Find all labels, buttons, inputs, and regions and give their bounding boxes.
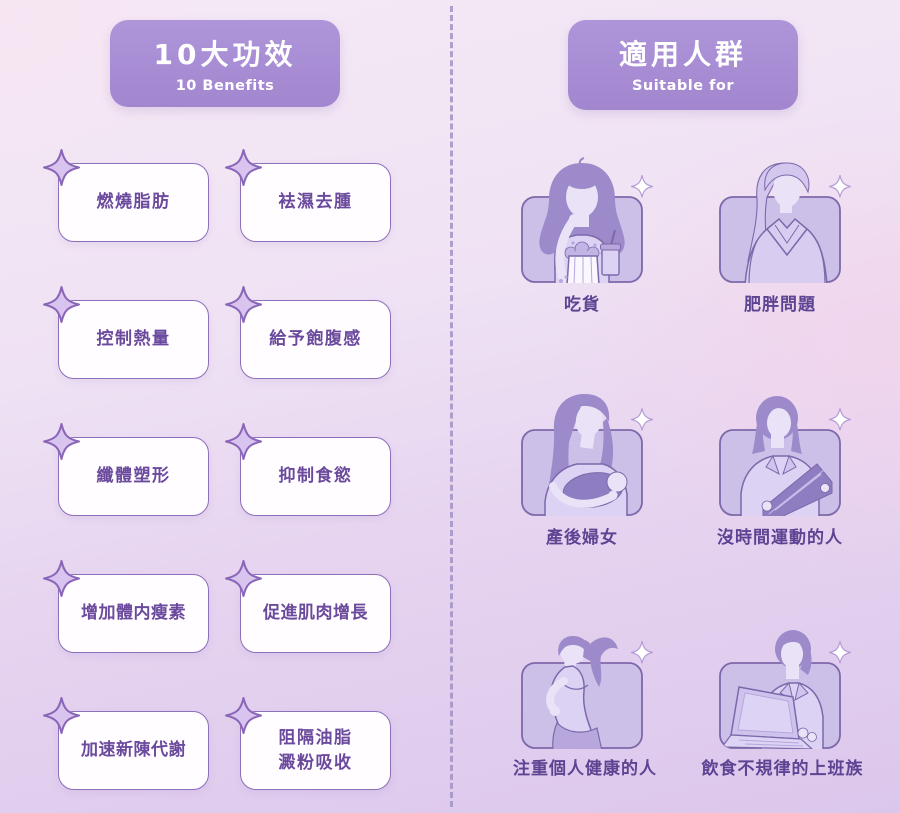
divider-dashed bbox=[450, 6, 453, 807]
audience-title: 適用人群 bbox=[618, 38, 747, 71]
benefit-card-control-calories: 控制熱量 bbox=[43, 286, 209, 379]
benefit-label: 抑制食慾 bbox=[278, 466, 353, 487]
white-sparkle-icon bbox=[630, 174, 654, 198]
benefit-label: 阻隔油脂 澱粉吸收 bbox=[278, 727, 353, 773]
benefit-label: 控制熱量 bbox=[96, 329, 171, 350]
sparkle-icon bbox=[43, 697, 80, 734]
white-sparkle-icon bbox=[828, 174, 852, 198]
sparkle-icon bbox=[43, 149, 80, 186]
benefit-label: 纖體塑形 bbox=[96, 466, 171, 487]
benefit-label: 增加體内瘦素 bbox=[81, 603, 186, 624]
benefit-card-muscle-growth: 促進肌肉增長 bbox=[225, 560, 391, 653]
sparkle-icon bbox=[225, 697, 262, 734]
benefit-card-leptin: 增加體内瘦素 bbox=[43, 560, 209, 653]
sparkle-icon bbox=[43, 423, 80, 460]
illustration-woman-at-laptop bbox=[719, 630, 852, 749]
white-sparkle-icon bbox=[630, 640, 654, 664]
benefit-card-metabolism: 加速新陳代謝 bbox=[43, 697, 209, 790]
sparkle-icon bbox=[225, 149, 262, 186]
benefit-card-satiety: 給予飽腹感 bbox=[225, 286, 391, 379]
white-sparkle-icon bbox=[828, 407, 852, 431]
audience-card-foodie bbox=[507, 157, 657, 289]
audience-card-overweight bbox=[705, 157, 855, 289]
benefits-header: 10大功效 10 Benefits bbox=[110, 20, 340, 107]
audience-label-health-conscious: 注重個人健康的人 bbox=[513, 759, 657, 779]
audience-card-no-time-exercise bbox=[705, 390, 855, 522]
benefit-label: 加速新陳代謝 bbox=[81, 740, 186, 761]
audience-label-no-time-exercise: 沒時間運動的人 bbox=[717, 528, 843, 548]
audience-header: 適用人群 Suitable for bbox=[568, 20, 798, 110]
sparkle-icon bbox=[225, 286, 262, 323]
sparkle-icon bbox=[225, 560, 262, 597]
illustration-woman-jogging bbox=[521, 636, 654, 749]
sparkle-icon bbox=[43, 286, 80, 323]
benefits-title: 10大功效 bbox=[153, 38, 297, 71]
benefit-label: 給予飽腹感 bbox=[269, 329, 362, 350]
audience-label-office-worker: 飲食不規律的上班族 bbox=[701, 759, 864, 779]
audience-card-office-worker bbox=[705, 623, 855, 755]
benefit-card-de-swell: 袪濕去腫 bbox=[225, 149, 391, 242]
illustration-overweight-woman bbox=[719, 162, 852, 283]
audience-label-foodie: 吃貨 bbox=[564, 295, 600, 315]
white-sparkle-icon bbox=[828, 640, 852, 664]
benefit-card-body-shaping: 纖體塑形 bbox=[43, 423, 209, 516]
audience-card-health-conscious bbox=[507, 623, 657, 755]
illustration-woman-eating-snacks bbox=[521, 157, 654, 283]
benefit-label: 促進肌肉增長 bbox=[263, 603, 368, 624]
white-sparkle-icon bbox=[630, 407, 654, 431]
audience-label-overweight: 肥胖問題 bbox=[744, 295, 816, 315]
benefit-card-burn-fat: 燃燒脂肪 bbox=[43, 149, 209, 242]
benefit-card-block-absorption: 阻隔油脂 澱粉吸收 bbox=[225, 697, 391, 790]
illustration-mother-holding-baby bbox=[521, 394, 654, 516]
benefit-label: 燃燒脂肪 bbox=[96, 192, 171, 213]
sparkle-icon bbox=[225, 423, 262, 460]
audience-label-postpartum: 產後婦女 bbox=[546, 528, 618, 548]
benefit-label: 袪濕去腫 bbox=[278, 192, 353, 213]
benefits-subtitle: 10 Benefits bbox=[175, 78, 275, 94]
illustration-woman-reading-documents bbox=[719, 396, 852, 516]
benefit-card-suppress-appetite: 抑制食慾 bbox=[225, 423, 391, 516]
sparkle-icon bbox=[43, 560, 80, 597]
audience-card-postpartum bbox=[507, 390, 657, 522]
audience-subtitle: Suitable for bbox=[631, 78, 735, 94]
